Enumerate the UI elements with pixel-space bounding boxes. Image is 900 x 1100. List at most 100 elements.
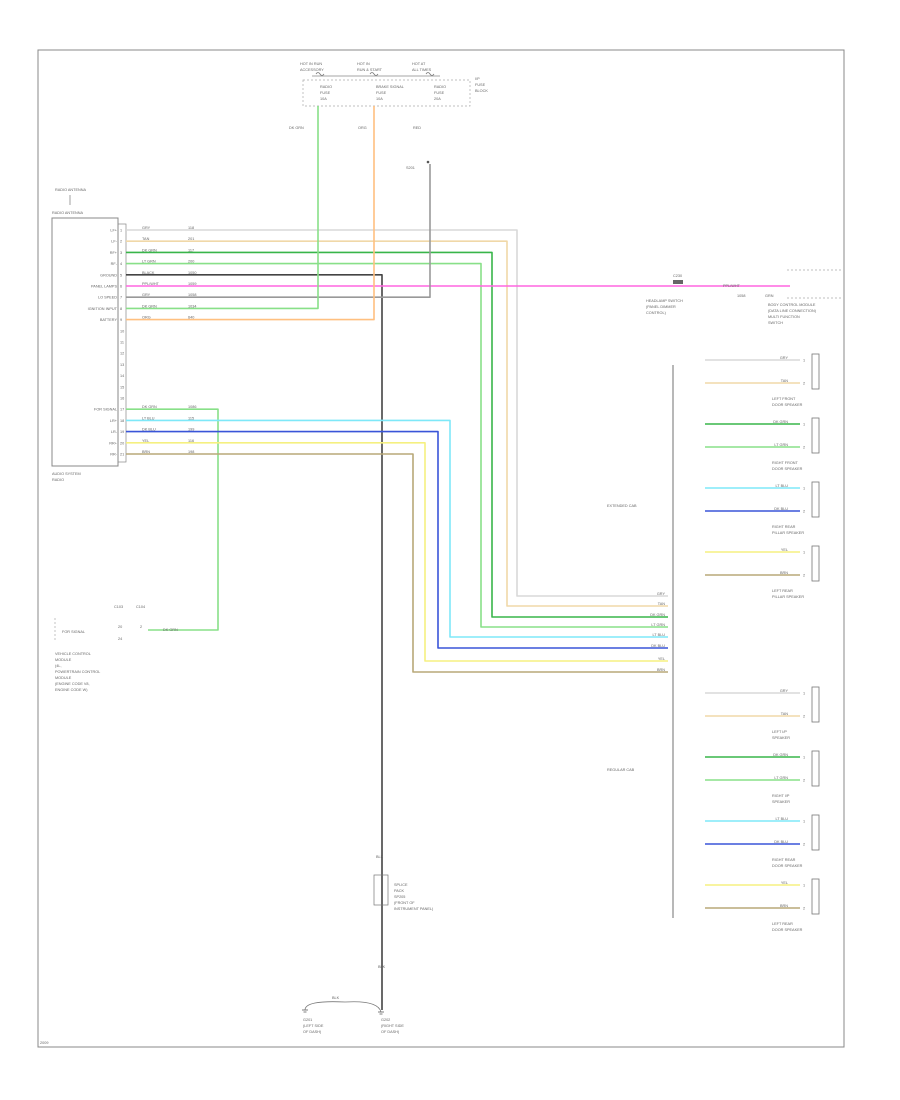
speaker-name: RIGHT REAR <box>772 858 796 862</box>
fuse-block-label-a: I/P <box>475 77 480 81</box>
dimmer-connector-label: C230 <box>673 274 682 278</box>
footer-code: 2009 <box>40 1041 48 1045</box>
splitter-wire-label: BRN <box>657 668 665 672</box>
speaker-name: DOOR SPEAKER <box>772 467 803 471</box>
splice-s201: S201 <box>406 166 415 170</box>
radio-pin-wire: DK GRN <box>142 405 157 409</box>
radio-pin-circuit: 116 <box>188 439 194 443</box>
speaker-name: LEFT REAR <box>772 922 793 926</box>
radio-pin-number: 8 <box>120 307 122 311</box>
bcm-label-b: (DATA LINE CONNECTION) <box>768 309 817 313</box>
speaker-symbol <box>811 750 820 787</box>
radio-pin-wire: LT BLU <box>142 416 155 420</box>
speaker-pin-number: 2 <box>803 574 805 578</box>
radio-pin-number: 18 <box>120 419 124 423</box>
fuse1-title-a: HOT IN RUN <box>300 62 322 66</box>
radio-pin-circuit: 1086 <box>188 405 196 409</box>
ground-g202-a: G202 <box>381 1018 390 1022</box>
fuse3-title-a: HOT AT <box>412 62 426 66</box>
radio-pin-label: IGNITION INPUT <box>88 307 118 311</box>
speaker-pin-number: 2 <box>803 843 805 847</box>
radio-pin-label: RR+ <box>109 441 117 445</box>
front-speaker-wire <box>126 262 668 628</box>
radio-pin-number: 19 <box>120 430 124 434</box>
splitter-wire-label: DK BLU <box>651 644 665 648</box>
speaker-wire-label: BRN <box>780 904 788 908</box>
fuse-block: HOT IN RUN ACCESSORY HOT IN RUN & START … <box>289 62 488 170</box>
radio-pin-label: GROUND <box>100 273 117 277</box>
rear-speaker-wire <box>126 430 668 649</box>
radio-pin-number: 16 <box>120 397 124 401</box>
speaker-name: RIGHT FRONT <box>772 461 799 465</box>
ground-area: BLK SPLICE PACK SP205 (FRONT OF INSTRUME… <box>302 855 434 1034</box>
radio-pin-number: 10 <box>120 329 124 333</box>
bcm-label-a: BODY CONTROL MODULE <box>768 303 816 307</box>
vcm-wire-color: DK GRN <box>163 628 178 632</box>
front-speaker-wire <box>126 240 668 607</box>
radio-pin-number: 17 <box>120 408 124 412</box>
splice-pack-d: (FRONT OF <box>394 901 415 905</box>
ground-g202-symbol <box>378 1011 384 1015</box>
speaker-name: DOOR SPEAKER <box>772 403 803 407</box>
dimmer-wire-num: 1058 <box>737 294 745 298</box>
radio-pin-circuit: 198 <box>188 450 194 454</box>
diagram-frame <box>37 49 845 1048</box>
radio-pin-circuit: 115 <box>188 416 194 420</box>
radio-pin-number: 13 <box>120 363 124 367</box>
dimmer-area: C230 PPL/WHT 1058 GRN HEADLAMP SWITCH (P… <box>646 269 842 325</box>
radio-pin-circuit: 199 <box>188 428 194 432</box>
ground-jumper-wire-label: BLK <box>332 996 340 1000</box>
speaker-wire-label: DK BLU <box>774 507 788 511</box>
splitter-wire-label: DK GRN <box>650 613 665 617</box>
speaker-name: RIGHT I/P <box>772 794 790 798</box>
radio-pin-number: 4 <box>120 262 122 266</box>
radio-pin-label: FOR SIGNAL <box>94 408 117 412</box>
speaker-wire-label: LT BLU <box>775 484 788 488</box>
radio-pin-number: 2 <box>120 240 122 244</box>
radio-name-b: RADIO <box>52 478 64 482</box>
speaker-wire-label: YEL <box>781 548 788 552</box>
speaker-wire-label: LT GRN <box>774 776 788 780</box>
speaker-wire-label: TAN <box>781 379 789 383</box>
radio-pin-number: 6 <box>120 285 122 289</box>
fuse2-label-a: BRAKE SIGNAL <box>376 85 404 89</box>
radio-pin-number: 11 <box>120 341 124 345</box>
speaker-pin-number: 1 <box>803 756 805 760</box>
fuse3-symbol <box>425 72 435 76</box>
fuse1-symbol <box>315 72 325 76</box>
speaker-name: SPEAKER <box>772 800 790 804</box>
splitter-wire-label: YEL <box>658 657 665 661</box>
speaker-pin-number: 1 <box>803 692 805 696</box>
vcm-pin-b: 2 <box>140 625 142 629</box>
vcm-module-a: VEHICLE CONTROL <box>55 652 91 656</box>
speaker-name: DOOR SPEAKER <box>772 864 803 868</box>
speaker-name: PILLAR SPEAKER <box>772 531 804 535</box>
lo-speed-wire <box>126 164 431 298</box>
splice-pack-e: INSTRUMENT PANEL) <box>394 907 434 911</box>
fuse-block-label-c: BLOCK <box>475 89 488 93</box>
fuse1-title-b: ACCESSORY <box>300 68 324 72</box>
vcm-module-f: (ENGINE CODE V8, <box>55 682 90 686</box>
vcm-connector-c1: C103 <box>114 605 123 609</box>
radio-antenna-label-b: RADIO ANTENNA <box>52 211 83 215</box>
vcm-signal-label: FOR SIGNAL <box>62 630 85 634</box>
fuse-block-label-b: FUSE <box>475 83 486 87</box>
fuse3-title-b: ALL TIMES <box>412 68 432 72</box>
radio-pin-circuit: 1059 <box>188 282 196 286</box>
radio-pin-number: 3 <box>120 251 122 255</box>
ground-g201-b: (LEFT SIDE <box>303 1024 324 1028</box>
radio-pin-label: RR- <box>110 453 117 457</box>
speaker-name: RIGHT REAR <box>772 525 796 529</box>
fuse2-title-b: RUN & START <box>357 68 383 72</box>
speaker-name: PILLAR SPEAKER <box>772 595 804 599</box>
regular-cab-label: REGULAR CAB <box>607 768 635 772</box>
speaker-symbol <box>811 878 820 915</box>
radio-pin-circuit: 117 <box>188 248 194 252</box>
radio-pin-wire: BRN <box>142 450 150 454</box>
radio-pin-number: 1 <box>120 229 122 233</box>
speaker-wire-label: TAN <box>781 712 789 716</box>
radio-pin-label: RF+ <box>110 251 118 255</box>
